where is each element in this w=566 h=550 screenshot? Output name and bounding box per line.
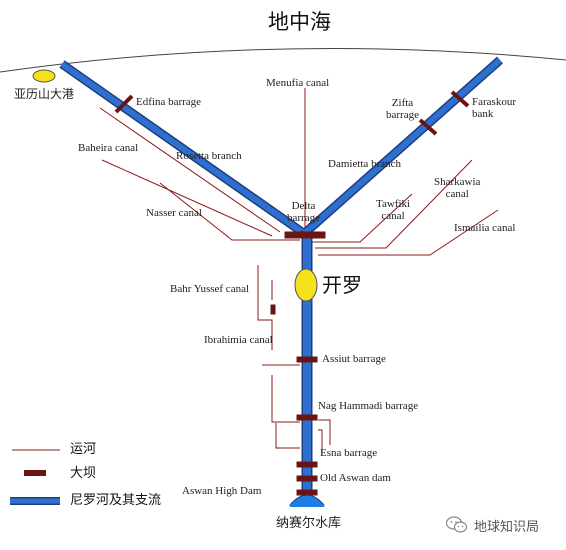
esna-barrage-mark [296, 461, 318, 468]
old-aswan-dam-mark [296, 475, 318, 482]
zifta-barrage-mark [418, 118, 438, 136]
delta-barrage-label: Delta barrage [287, 200, 320, 224]
faraskour-bank-label: Faraskour bank [472, 96, 516, 120]
nasser-canal-branch-line [101, 159, 273, 237]
nag-hammadi-barrage-mark [296, 414, 318, 421]
canals [99, 88, 499, 455]
legend-dam-symbol [24, 470, 46, 476]
esna-canal-line-right-2 [318, 429, 323, 455]
alexandria-marker [32, 69, 56, 83]
tawfiki-canal-line [310, 193, 413, 243]
aswan-high-dam-label: Aswan High Dam [182, 485, 262, 497]
nag-hammadi-canal-line [275, 423, 300, 449]
baheira-canal-line [99, 107, 281, 233]
assiut-barrage-mark [296, 356, 318, 363]
dams [114, 90, 470, 496]
rosetta-branch-label: Rosetta branch [176, 150, 242, 162]
coastline [0, 47, 566, 73]
watermark-text: 地球知识局 [474, 519, 540, 535]
zifta-barrage-label: Zifta barrage [386, 97, 419, 121]
edfina-barrage-mark [114, 94, 134, 114]
bahr-yussef-dam-mark [270, 304, 276, 315]
tawfiki-canal-label: Tawfiki canal [376, 198, 411, 222]
lake-nasser-label: 纳赛尔水库 [276, 516, 342, 531]
reservoir-base [290, 504, 324, 507]
watermark: 地球知识局 [446, 514, 556, 536]
ibrahimia-canal-label: Ibrahimia canal [204, 334, 273, 346]
nasser-canal-label: Nasser canal [146, 207, 202, 219]
delta-barrage-mark [284, 231, 326, 239]
edfina-barrage-label: Edfina barrage [136, 96, 202, 108]
baheira-canal-label: Baheira canal [78, 142, 139, 154]
lake-nasser-reservoir [288, 494, 326, 506]
aswan-high-dam-mark [296, 489, 318, 496]
cairo-marker [294, 268, 318, 302]
nile-river [59, 56, 503, 498]
legend-canal-label: 运河 [70, 442, 97, 457]
nasser-canal-line [159, 182, 300, 241]
nag-hammadi-barrage-label: Nag Hammadi barrage [318, 400, 419, 412]
menufia-canal-label: Menufia canal [266, 77, 330, 89]
bahr-yussef-canal-line [257, 265, 273, 350]
diagram-title: 地中海 [268, 10, 331, 34]
ismailia-canal-label: Ismailia canal [454, 222, 516, 234]
old-aswan-dam-label: Old Aswan dam [320, 472, 391, 484]
damietta-branch-label: Damietta branch [328, 158, 401, 170]
wechat-icon [446, 516, 468, 534]
esna-canal-line-right [318, 419, 331, 445]
bahr-yussef-canal-label: Bahr Yussef canal [170, 283, 250, 295]
legend-dam-label: 大坝 [70, 466, 97, 481]
alexandria-label: 亚历山大港 [14, 87, 75, 101]
sharkawia-canal-line [315, 159, 473, 249]
legend-river-label: 尼罗河及其支流 [70, 493, 162, 508]
assiut-barrage-label: Assiut barrage [322, 353, 386, 365]
sharkawia-canal-label: Sharkawia canal [434, 176, 481, 200]
esna-barrage-label: Esna barrage [320, 447, 378, 459]
ismailia-canal-line [318, 209, 499, 256]
faraskour-bank-mark [450, 90, 470, 108]
ibrahimia-lower-line [271, 375, 300, 423]
cairo-label: 开罗 [322, 273, 362, 297]
